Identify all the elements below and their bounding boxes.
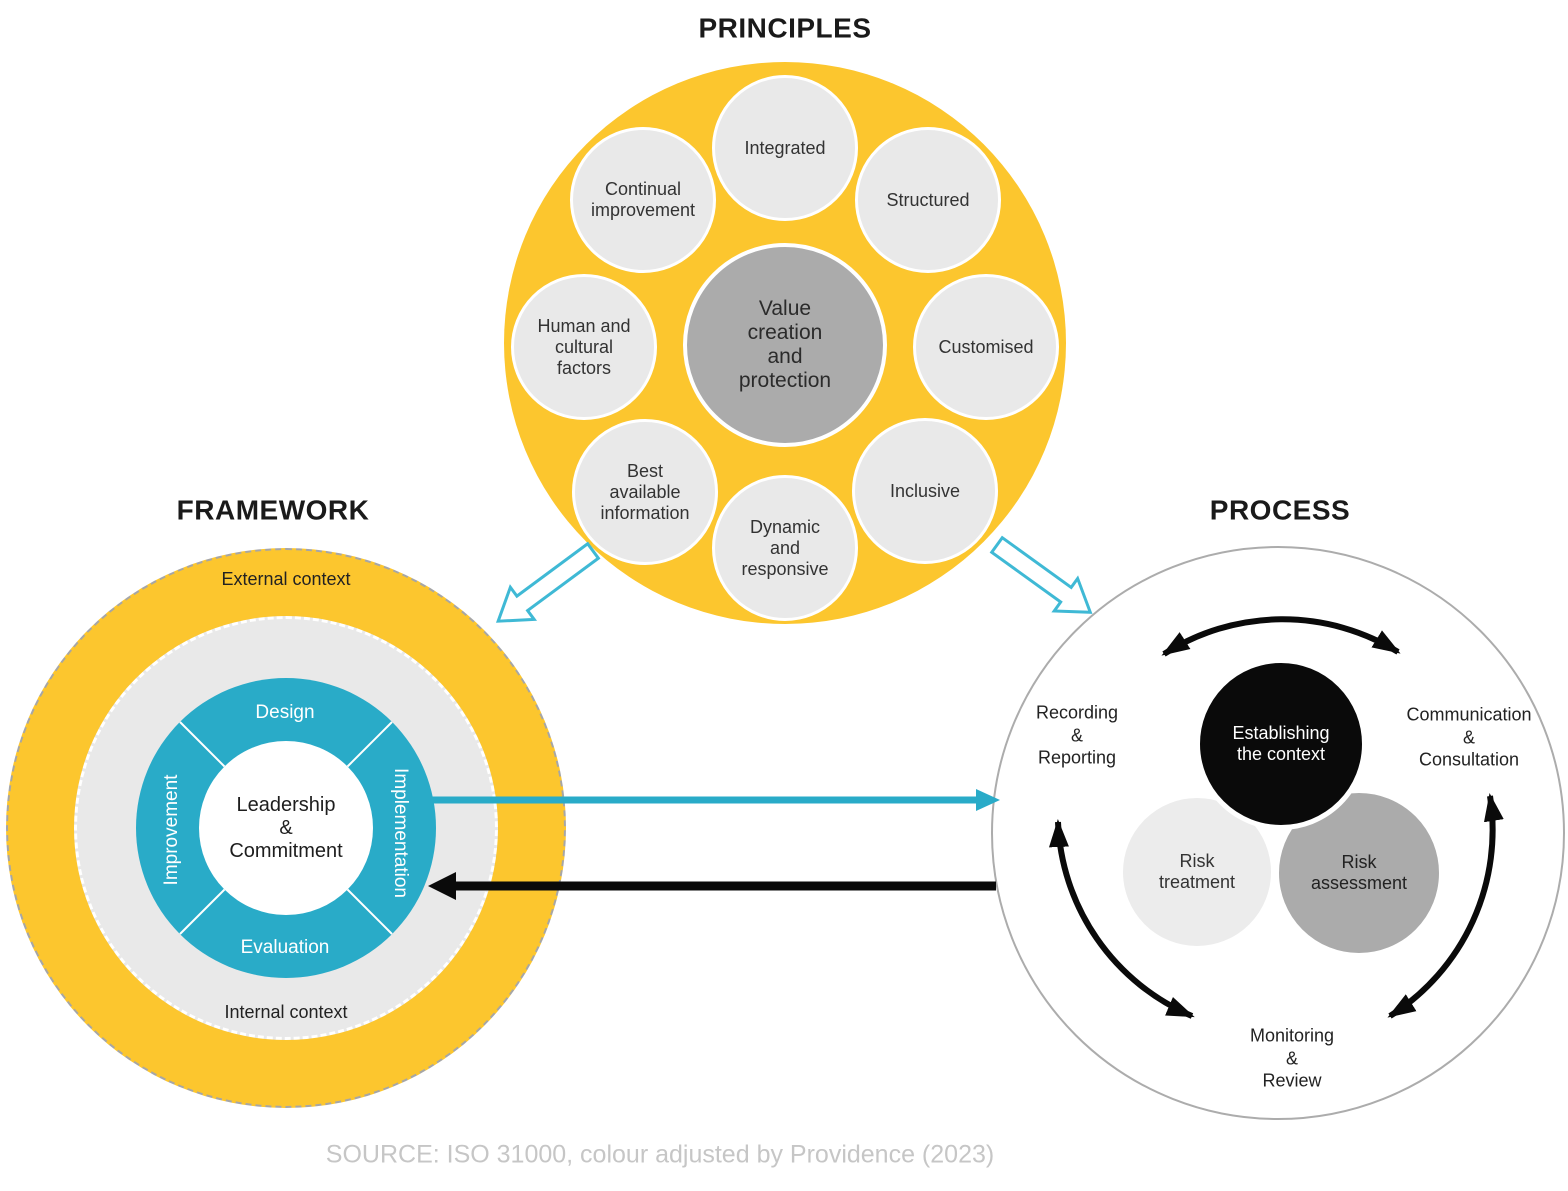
principle-customised: Customised (913, 274, 1059, 420)
recording-reporting-label: Recording&Reporting (1035, 702, 1119, 768)
external-context-label: External context (221, 568, 351, 589)
source-note: SOURCE: ISO 31000, colour adjusted by Pr… (325, 1140, 995, 1169)
internal-context-label: Internal context (224, 1001, 348, 1022)
segment-evaluation: Evaluation (240, 937, 330, 959)
monitoring-review-label: Monitoring&Review (1249, 1025, 1335, 1091)
principles-to-framework-arrow (495, 541, 601, 623)
leadership-commitment-circle: Leadership&Commitment (199, 741, 373, 915)
communication-consultation-label: Communication&Consultation (1406, 704, 1532, 770)
segment-design: Design (255, 702, 315, 724)
principles-to-process-arrow (989, 535, 1093, 614)
principles-title: PRINCIPLES (698, 12, 872, 44)
segment-implementation: Implementation (390, 768, 411, 898)
segment-improvement: Improvement (161, 774, 182, 886)
principle-inclusive: Inclusive (852, 418, 998, 564)
process-title: PROCESS (1209, 494, 1351, 526)
framework-title: FRAMEWORK (176, 494, 370, 526)
principle-structured: Structured (855, 127, 1001, 273)
principle-integrated: Integrated (712, 75, 858, 221)
